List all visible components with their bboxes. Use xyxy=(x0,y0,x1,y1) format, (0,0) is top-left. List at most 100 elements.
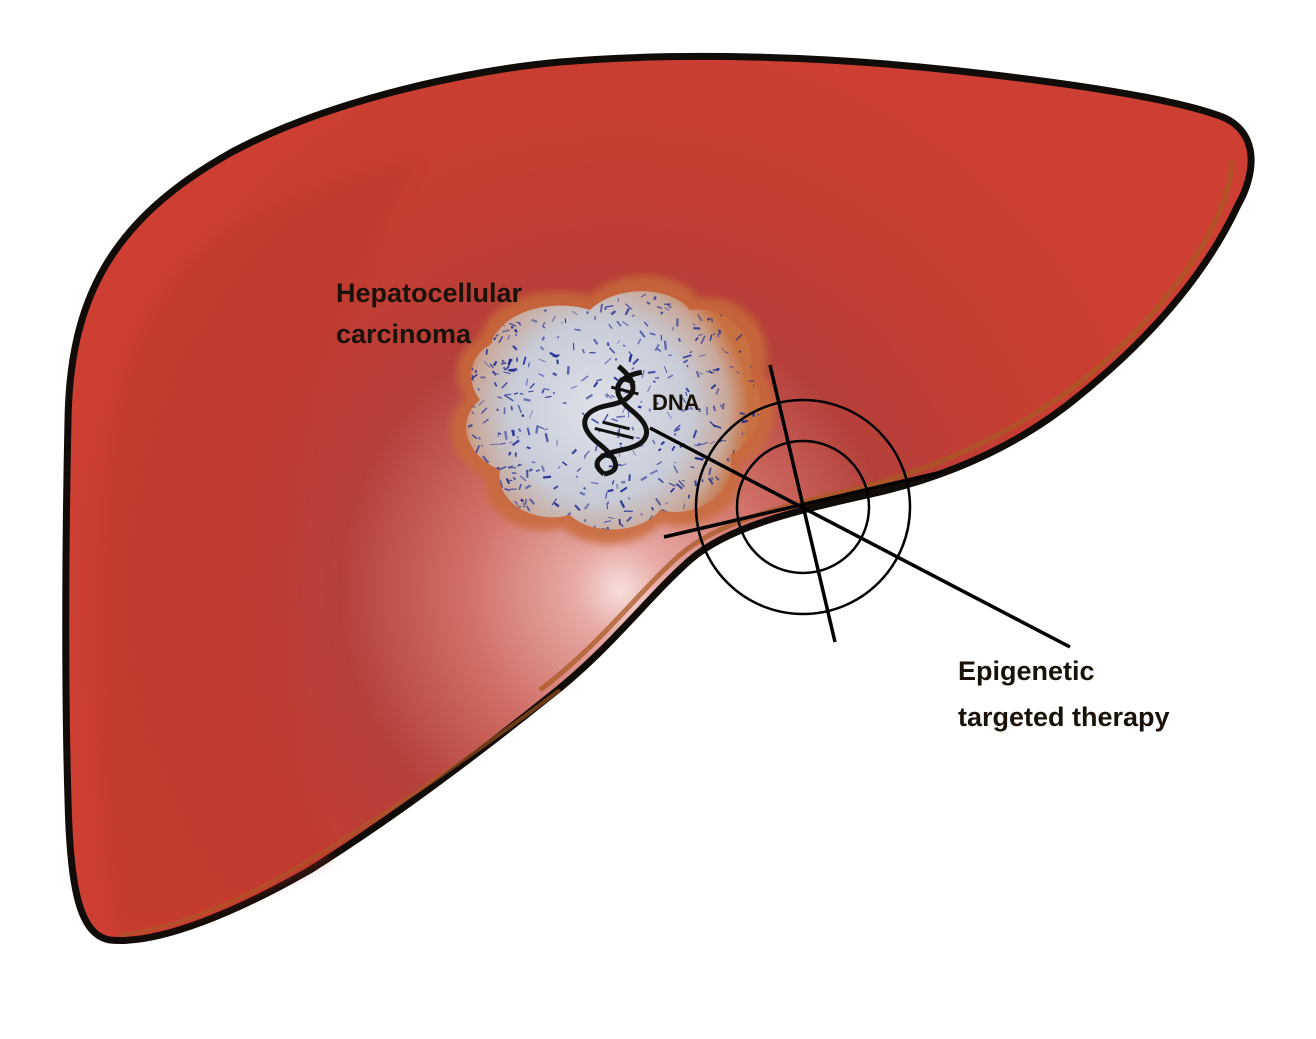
tumor-speckle xyxy=(553,502,560,508)
tumor-speckle xyxy=(643,321,649,327)
tumor-speckle xyxy=(538,372,545,378)
tumor-speckle xyxy=(715,387,720,395)
tumor-speckle xyxy=(552,354,560,358)
tumor-speckle xyxy=(566,366,570,375)
tumor-speckle xyxy=(538,358,547,363)
tumor-speckle xyxy=(508,441,513,444)
target-horizontal-line xyxy=(663,470,943,539)
tumor-speckle xyxy=(526,446,531,450)
tumor-speckle xyxy=(535,425,539,434)
tumor-speckle xyxy=(620,523,624,528)
tumor-speckle xyxy=(591,418,599,424)
tumor-speckle xyxy=(505,478,511,485)
tumor-speckle xyxy=(606,392,612,400)
tumor-speckle xyxy=(673,465,679,474)
tumor-speckle xyxy=(685,391,688,397)
tumor-speckle xyxy=(628,353,633,363)
tumor-speckle xyxy=(674,424,681,431)
tumor-speckle xyxy=(495,333,499,337)
tumor-speckle xyxy=(718,329,722,335)
tumor-speckle xyxy=(657,477,664,484)
tumor-speckle xyxy=(524,484,532,490)
tumor-speckle xyxy=(657,447,662,452)
therapy-label: Epigenetic targeted therapy xyxy=(958,656,1170,732)
tumor-speckle xyxy=(671,445,676,452)
tumor-speckle xyxy=(741,419,748,424)
tumor-speckle xyxy=(664,307,670,311)
tumor-speckle xyxy=(478,400,485,406)
tumor-speckle xyxy=(735,333,743,341)
tumor-speckle xyxy=(508,368,518,372)
tumor-speckle xyxy=(583,486,587,490)
tumor-speckle xyxy=(618,427,621,434)
tumor-speckle xyxy=(498,465,507,471)
tumor-speckle xyxy=(471,410,475,415)
dna-helix-icon xyxy=(582,364,650,477)
tumor-speckle xyxy=(655,402,659,405)
tumor-speckle xyxy=(656,305,662,309)
tumor-speckle xyxy=(599,303,603,313)
tumor-speckle xyxy=(698,372,703,375)
tumor-speckle xyxy=(541,336,546,341)
tumor-speckle xyxy=(607,488,614,493)
tumor-speckle xyxy=(507,358,512,366)
tumor-speckle xyxy=(708,467,712,476)
tumor-speckle xyxy=(631,426,635,431)
tumor-speckle xyxy=(753,384,755,388)
tumor-speckle xyxy=(501,382,508,389)
tumor-speckle xyxy=(613,376,620,382)
tumor-speckle xyxy=(620,463,627,467)
tumor-speckle xyxy=(669,487,675,493)
tumor-speckle xyxy=(694,480,698,487)
tumor-speckle xyxy=(641,369,645,379)
tumor-speckle xyxy=(709,334,713,341)
tumor-speckle xyxy=(504,430,508,440)
tumor-speckle xyxy=(528,468,533,473)
tumor-speckle xyxy=(692,429,698,439)
tumor-speckle xyxy=(640,475,648,482)
tumor-speckle xyxy=(498,336,504,344)
tumor-speckle xyxy=(518,483,522,490)
tumor-speckle xyxy=(551,315,557,322)
tumor-speckle xyxy=(480,444,484,447)
tumor-speckle xyxy=(561,461,568,467)
tumor-speckle xyxy=(639,330,646,338)
tumor-speckle xyxy=(520,498,524,503)
tumor-speckle xyxy=(710,317,714,323)
tumor-speckle xyxy=(714,476,720,481)
tumor-speckle xyxy=(585,393,594,400)
tumor-speckle xyxy=(648,408,651,412)
tumor-speckle xyxy=(719,404,723,408)
tumor-speckle xyxy=(483,360,491,368)
tumor-speckle xyxy=(515,321,521,324)
tumor-speckle xyxy=(619,499,626,509)
tumor-speckle xyxy=(556,359,559,365)
tumor-speckle xyxy=(738,350,742,353)
tumor-speckle xyxy=(557,336,560,339)
tumor-speckle xyxy=(624,308,630,316)
tumor-speckle xyxy=(471,434,478,440)
tumor-speckle xyxy=(503,371,511,375)
tumor-speckle xyxy=(635,437,641,439)
tumor-speckle xyxy=(625,303,633,310)
tumor-speckle xyxy=(673,427,681,433)
tumor-speckle xyxy=(697,314,703,322)
tumor-speckle xyxy=(480,407,488,415)
tumor-speckle xyxy=(729,366,734,368)
tumor-speckle xyxy=(535,469,541,473)
tumor-speckle xyxy=(694,336,699,342)
tumor-speckle xyxy=(606,503,608,510)
tumor-speckle xyxy=(596,378,603,382)
tumor-speckle xyxy=(552,372,558,377)
tumor-speckle xyxy=(709,420,717,428)
tumor-speckle xyxy=(526,427,531,436)
tumor-speckle xyxy=(660,311,664,315)
tumor-speckle xyxy=(677,337,682,343)
tumor-speckle xyxy=(592,338,599,346)
tumor-speckle xyxy=(541,321,546,328)
tumor-speckle xyxy=(654,343,660,352)
tumor-speckle xyxy=(542,475,552,479)
tumor-speckle xyxy=(500,361,507,366)
tumor-speckle xyxy=(543,387,550,391)
tumor-speckle xyxy=(739,412,745,415)
